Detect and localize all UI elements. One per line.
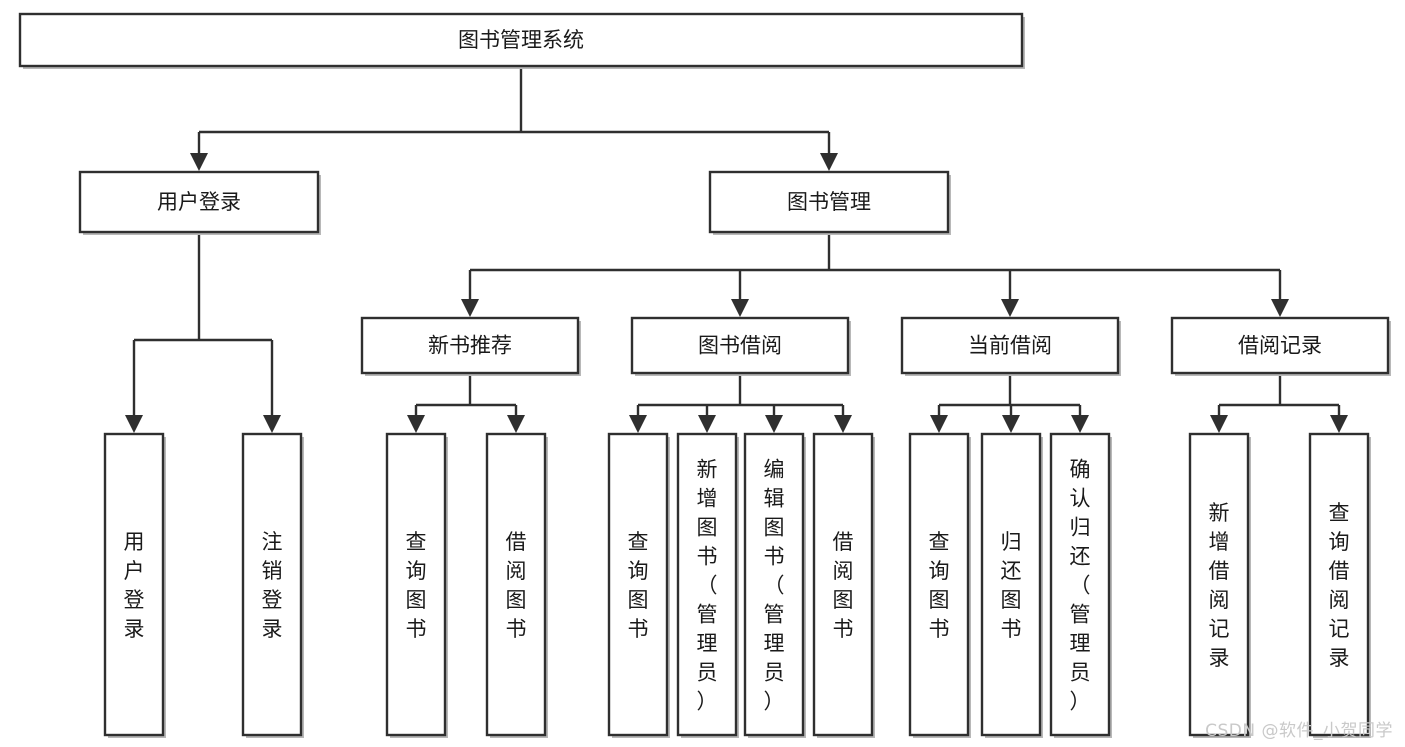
node-layer: 图书管理系统用户登录图书管理新书推荐图书借阅当前借阅借阅记录用户登录注销登录查询… [18, 12, 1391, 738]
node-label: 图书管理 [787, 190, 871, 214]
node-rect[interactable] [241, 432, 303, 737]
node-label: 当前借阅 [968, 334, 1052, 358]
arrow-head-icon [1210, 415, 1228, 433]
node-label: 确认归还（管理员） [1070, 458, 1091, 714]
node-label: 图书管理系统 [458, 28, 584, 52]
arrow-head-icon [731, 299, 749, 317]
connector-layer [125, 66, 1348, 433]
arrow-head-icon [698, 415, 716, 433]
node-label: 查询图书 [406, 530, 427, 641]
arrow-head-icon [834, 415, 852, 433]
node-rect[interactable] [676, 432, 738, 737]
node-leaf-add-book[interactable]: 新增图书（管理员） [676, 432, 739, 738]
node-leaf-query-book-3[interactable]: 查询图书 [908, 432, 971, 738]
node-label: 注销登录 [262, 530, 283, 641]
node-label: 编辑图书（管理员） [764, 458, 785, 714]
node-rect[interactable] [385, 432, 447, 737]
node-leaf-confirm-return[interactable]: 确认归还（管理员） [1049, 432, 1112, 738]
node-label: 用户登录 [157, 190, 241, 214]
node-label: 图书借阅 [698, 334, 782, 358]
node-rect[interactable] [908, 432, 970, 737]
node-rect[interactable] [812, 432, 874, 737]
arrow-head-icon [461, 299, 479, 317]
node-bookmgmt[interactable]: 图书管理 [708, 170, 951, 235]
node-label: 借阅记录 [1238, 334, 1322, 358]
node-rect[interactable] [708, 170, 950, 234]
arrow-head-icon [820, 153, 838, 171]
node-leaf-borrow-book-2[interactable]: 借阅图书 [812, 432, 875, 738]
node-leaf-add-record[interactable]: 新增借阅记录 [1188, 432, 1251, 738]
node-rect[interactable] [1308, 432, 1370, 737]
node-rect[interactable] [607, 432, 669, 737]
node-leaf-user-login[interactable]: 用户登录 [103, 432, 166, 738]
node-records[interactable]: 借阅记录 [1170, 316, 1391, 376]
arrow-head-icon [629, 415, 647, 433]
node-leaf-query-book-2[interactable]: 查询图书 [607, 432, 670, 738]
arrow-head-icon [1071, 415, 1089, 433]
node-leaf-borrow-book-1[interactable]: 借阅图书 [485, 432, 548, 738]
arrow-head-icon [1330, 415, 1348, 433]
arrow-head-icon [263, 415, 281, 433]
arrow-head-icon [190, 153, 208, 171]
node-label: 归还图书 [1001, 530, 1022, 641]
node-leaf-edit-book[interactable]: 编辑图书（管理员） [743, 432, 806, 738]
arrow-head-icon [1002, 415, 1020, 433]
arrow-head-icon [1001, 299, 1019, 317]
node-label: 新增借阅记录 [1209, 501, 1230, 670]
arrow-head-icon [507, 415, 525, 433]
node-rect[interactable] [18, 12, 1024, 68]
node-login[interactable]: 用户登录 [78, 170, 321, 235]
node-rect[interactable] [1049, 432, 1111, 737]
node-label: 新增图书（管理员） [697, 458, 718, 714]
node-label: 用户登录 [124, 530, 145, 641]
arrow-head-icon [125, 415, 143, 433]
node-rect[interactable] [630, 316, 850, 375]
arrow-head-icon [1271, 299, 1289, 317]
node-leaf-query-book-1[interactable]: 查询图书 [385, 432, 448, 738]
arrow-head-icon [930, 415, 948, 433]
node-rect[interactable] [900, 316, 1120, 375]
node-label: 查询图书 [929, 530, 950, 641]
node-label: 借阅图书 [833, 530, 854, 641]
arrow-head-icon [407, 415, 425, 433]
node-borrow[interactable]: 图书借阅 [630, 316, 851, 376]
node-rect[interactable] [360, 316, 580, 375]
node-label: 借阅图书 [506, 530, 527, 641]
node-leaf-return-book[interactable]: 归还图书 [980, 432, 1043, 738]
node-newbook[interactable]: 新书推荐 [360, 316, 581, 376]
node-leaf-user-logout[interactable]: 注销登录 [241, 432, 304, 738]
node-label: 查询借阅记录 [1329, 501, 1350, 670]
node-rect[interactable] [485, 432, 547, 737]
node-current[interactable]: 当前借阅 [900, 316, 1121, 376]
node-rect[interactable] [980, 432, 1042, 737]
node-label: 新书推荐 [428, 334, 512, 358]
arrow-head-icon [765, 415, 783, 433]
node-label: 查询图书 [628, 530, 649, 641]
node-rect[interactable] [103, 432, 165, 737]
node-root[interactable]: 图书管理系统 [18, 12, 1025, 69]
node-rect[interactable] [78, 170, 320, 234]
node-leaf-query-record[interactable]: 查询借阅记录 [1308, 432, 1371, 738]
node-rect[interactable] [743, 432, 805, 737]
node-rect[interactable] [1170, 316, 1390, 375]
node-rect[interactable] [1188, 432, 1250, 737]
